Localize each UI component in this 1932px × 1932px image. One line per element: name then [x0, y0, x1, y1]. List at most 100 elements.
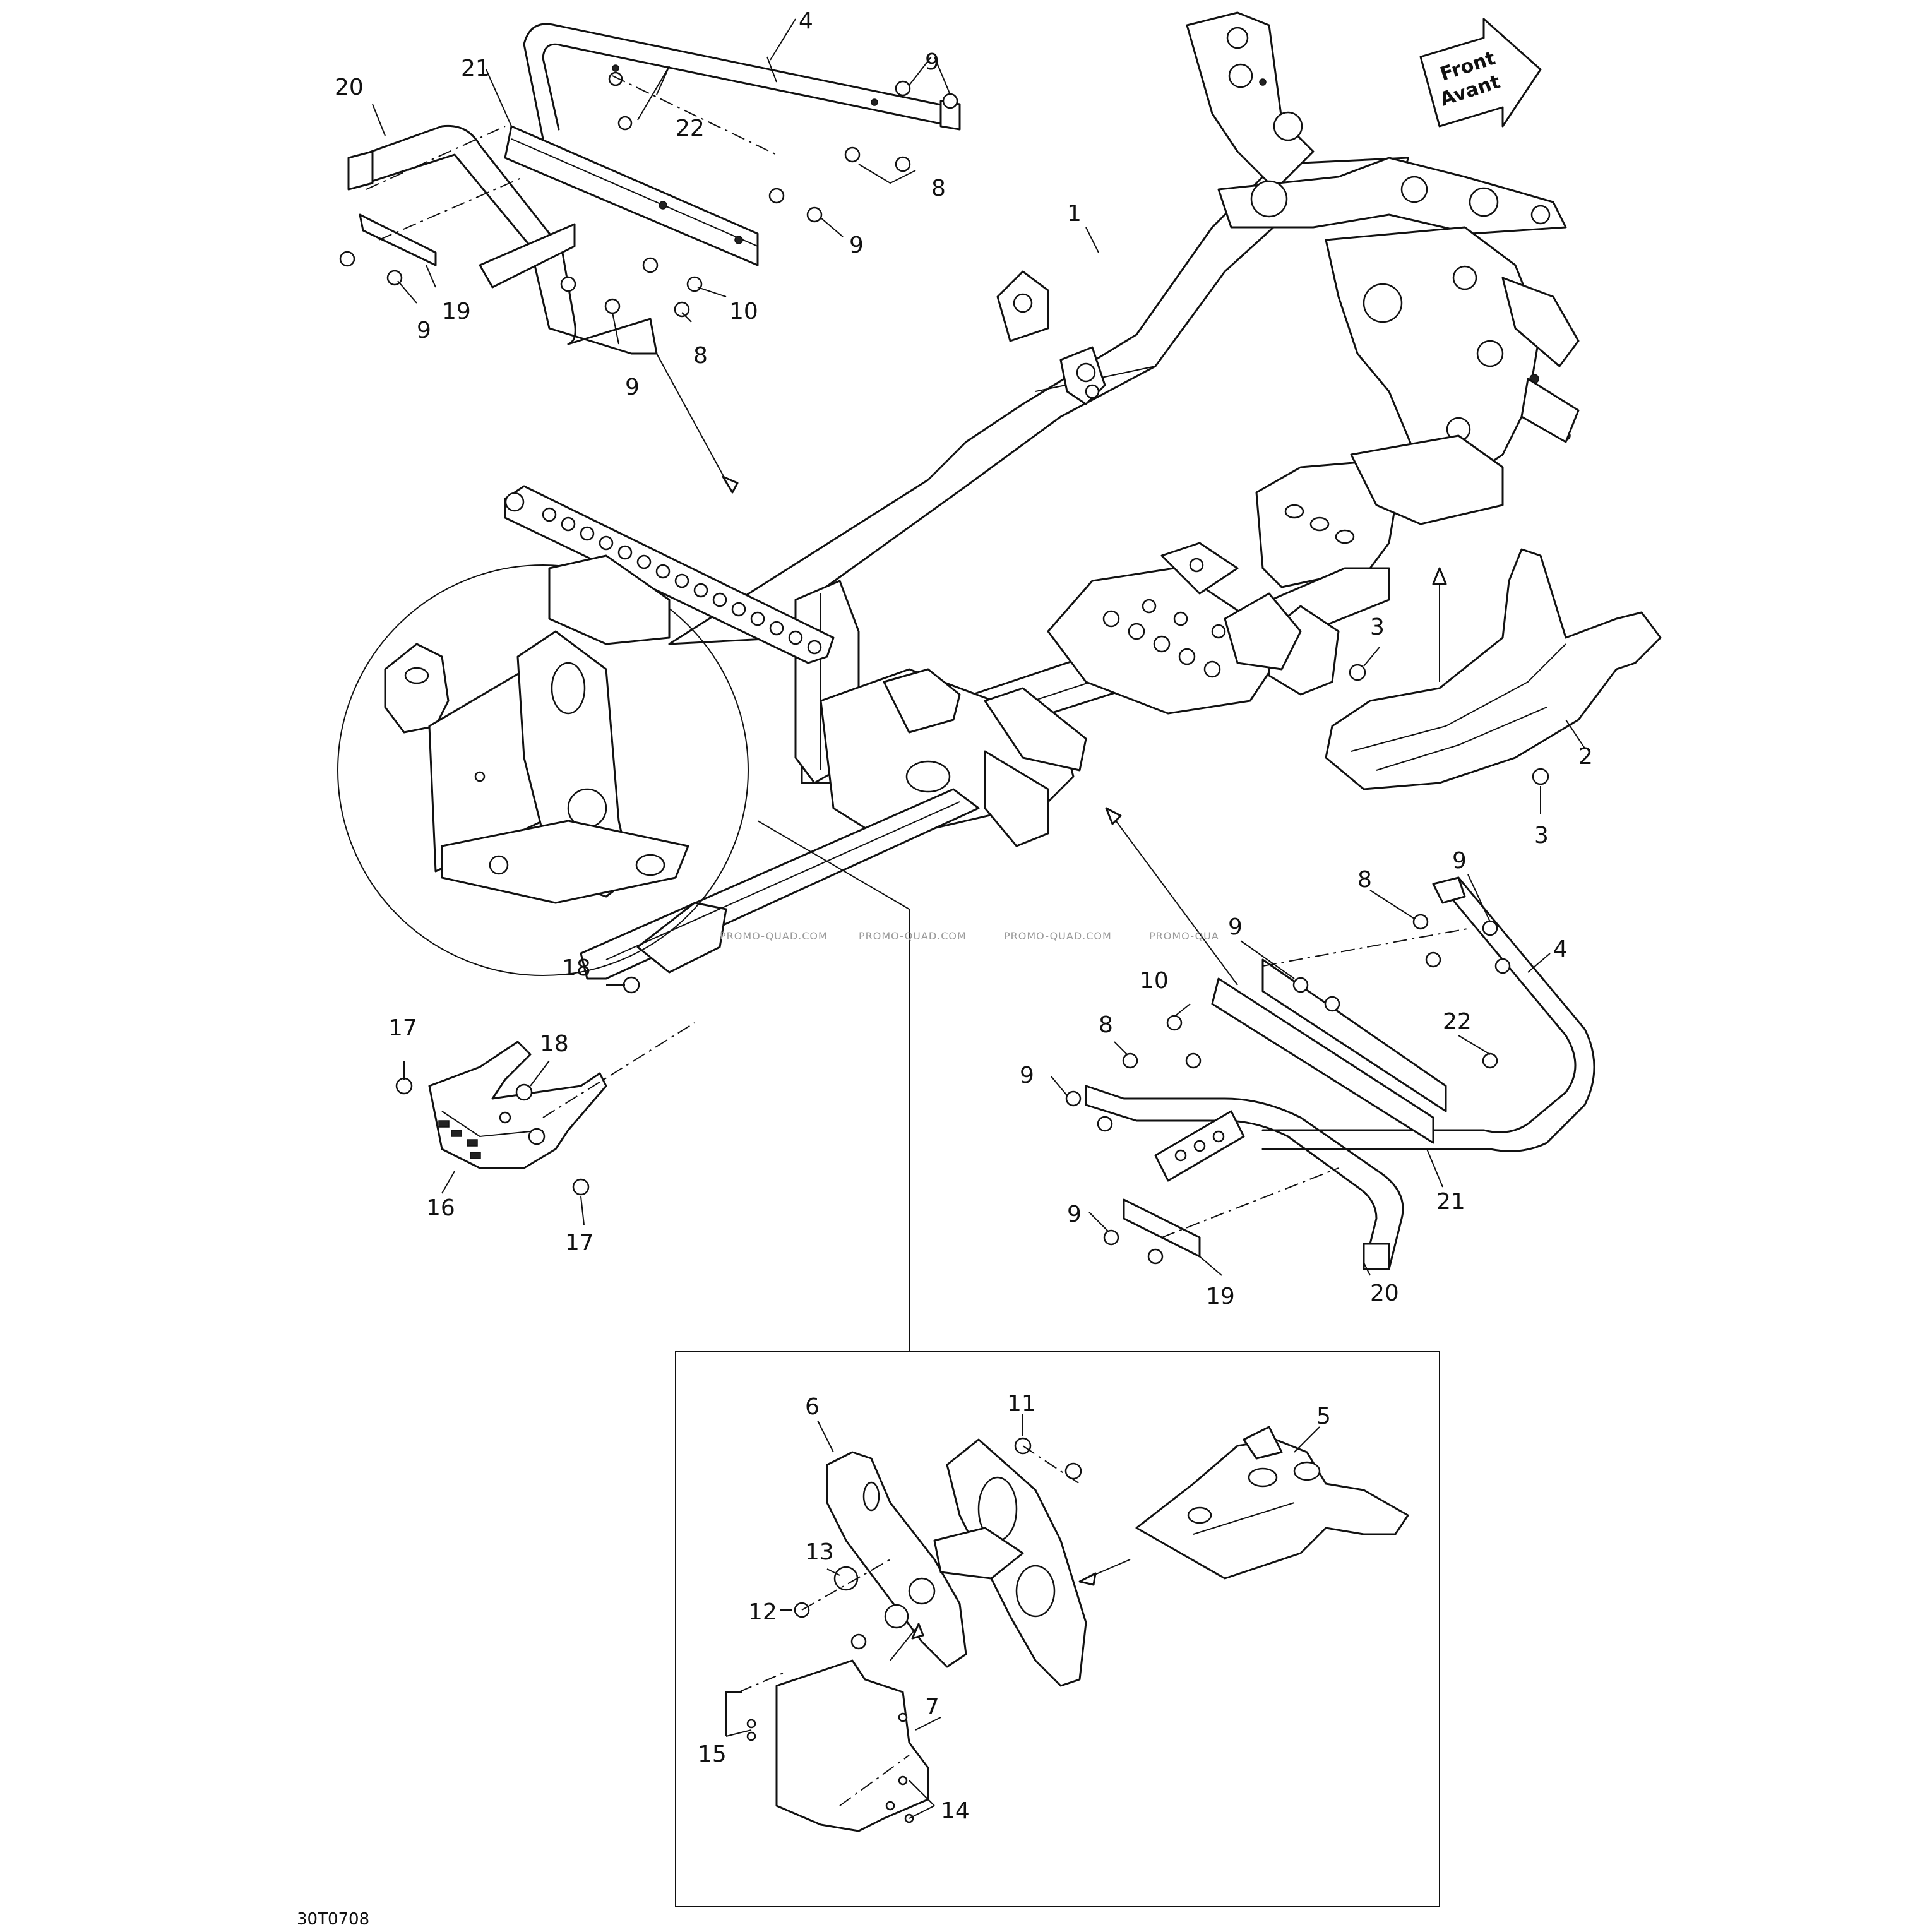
callout-label: 19	[1206, 1284, 1235, 1309]
bolt-icon	[395, 1077, 413, 1095]
callout-label: 21	[461, 56, 490, 81]
nut-icon	[1292, 977, 1309, 993]
callout-label: 12	[748, 1599, 777, 1625]
nut-icon	[515, 1083, 533, 1101]
callout-label: 8	[1099, 1012, 1113, 1038]
callout-label: 7	[925, 1694, 939, 1720]
bolt-icon	[1185, 1052, 1202, 1069]
bolt-icon	[642, 257, 659, 273]
nut-icon	[1064, 1462, 1082, 1480]
callout-label: 22	[1443, 1009, 1472, 1035]
callout-label: 17	[388, 1015, 417, 1041]
rear-rack-assembly-top	[339, 18, 961, 355]
callout-label: 11	[1007, 1391, 1036, 1417]
callout-label: 8	[931, 176, 946, 201]
callout-label: 22	[676, 116, 705, 141]
bolt-icon	[1412, 914, 1429, 930]
bolt-icon	[1482, 1052, 1498, 1069]
skid-plate	[1085, 227, 1662, 814]
callout-label: 20	[335, 75, 364, 100]
screw-icon	[885, 1801, 895, 1811]
bolt-icon	[572, 1178, 590, 1196]
bolt-icon	[1166, 1015, 1183, 1031]
callout-label: 20	[1370, 1280, 1399, 1306]
callout-label: 1	[1067, 201, 1082, 227]
assembly-arrow-upper	[656, 353, 739, 494]
detail-box	[675, 820, 1440, 1907]
rear-rack-assembly-right	[1051, 807, 1595, 1276]
nut-icon	[1147, 1248, 1164, 1265]
watermark-text: PROMO-QUAD.COM	[1004, 930, 1112, 942]
callout-label: 19	[442, 299, 471, 325]
nut-icon	[686, 276, 703, 292]
screw-icon	[898, 1775, 908, 1786]
bolt-icon	[617, 116, 633, 131]
callout-label: 9	[849, 232, 864, 258]
bolt-icon	[674, 301, 690, 318]
callout-label: 8	[1357, 867, 1372, 893]
callout-label: 9	[625, 374, 640, 400]
main-frame	[668, 11, 1580, 784]
callout-label: 2	[1578, 744, 1593, 770]
callout-label: 10	[729, 299, 758, 325]
nut-icon	[806, 206, 823, 223]
nut-icon	[1324, 996, 1340, 1012]
callout-label: 9	[1228, 914, 1243, 940]
nut-icon	[1097, 1116, 1113, 1132]
nut-icon	[339, 251, 355, 267]
nut-icon	[942, 93, 958, 109]
washer-icon	[884, 1604, 909, 1629]
washer-icon	[833, 1566, 859, 1591]
watermark-text: PROMO-QUAD.COM	[859, 930, 967, 942]
callout-label: 10	[1140, 968, 1169, 994]
nut-icon	[895, 80, 911, 97]
bolt-icon	[895, 156, 911, 172]
watermark-text: PROMO-QUAD.COM	[720, 930, 828, 942]
callout-label: 3	[1534, 823, 1549, 849]
callout-label: 13	[805, 1539, 834, 1565]
nut-icon	[1065, 1090, 1082, 1107]
bolt-icon	[1349, 664, 1366, 681]
bolt-icon	[1122, 1052, 1138, 1069]
rear-lower-frame	[580, 668, 1087, 980]
nut-icon	[623, 976, 640, 994]
callout-label: 9	[1067, 1202, 1082, 1227]
nut-icon	[1103, 1229, 1119, 1246]
nut-icon	[1482, 920, 1498, 936]
screw-icon	[746, 1731, 756, 1741]
callout-label: 18	[562, 955, 591, 981]
callout-label: 8	[693, 343, 708, 369]
callout-label: 9	[417, 318, 431, 343]
detail-circle	[337, 554, 749, 976]
screw-icon	[898, 1712, 908, 1722]
callout-label: 18	[540, 1031, 569, 1057]
front-direction-arrow: Front Avant	[1419, 18, 1542, 128]
nut-icon	[604, 298, 621, 314]
rear-cross-bar	[504, 485, 835, 664]
callout-label: 17	[565, 1230, 594, 1256]
callout-label: 3	[1370, 614, 1385, 640]
callout-label: 14	[941, 1798, 970, 1824]
nut-icon	[768, 188, 785, 204]
callout-label: 9	[1020, 1063, 1034, 1088]
callout-label: 9	[925, 49, 939, 75]
callout-label: 4	[799, 8, 813, 34]
callout-label: 5	[1316, 1404, 1331, 1429]
callout-label: 6	[805, 1394, 820, 1420]
callout-label: 9	[1452, 848, 1467, 874]
drawing-code: 30T0708	[297, 1910, 369, 1929]
nut-icon	[560, 276, 576, 292]
bolt-icon	[850, 1633, 867, 1650]
callout-label: 4	[1553, 936, 1568, 962]
nut-icon	[1494, 958, 1511, 974]
bolt-icon	[1532, 768, 1549, 785]
callout-labels: 4 9 8 20 21 22 9 10 8 9 19 9 1 3 2 3 9 8…	[335, 8, 1593, 1824]
callout-label: 16	[426, 1195, 455, 1221]
lower-guard	[395, 976, 695, 1225]
watermark: PROMO-QUAD.COM PROMO-QUAD.COM PROMO-QUAD…	[720, 930, 1219, 942]
bolt-icon	[844, 146, 861, 163]
callout-label: 15	[698, 1741, 727, 1767]
screw-icon	[746, 1719, 756, 1729]
callout-label: 21	[1436, 1189, 1465, 1215]
